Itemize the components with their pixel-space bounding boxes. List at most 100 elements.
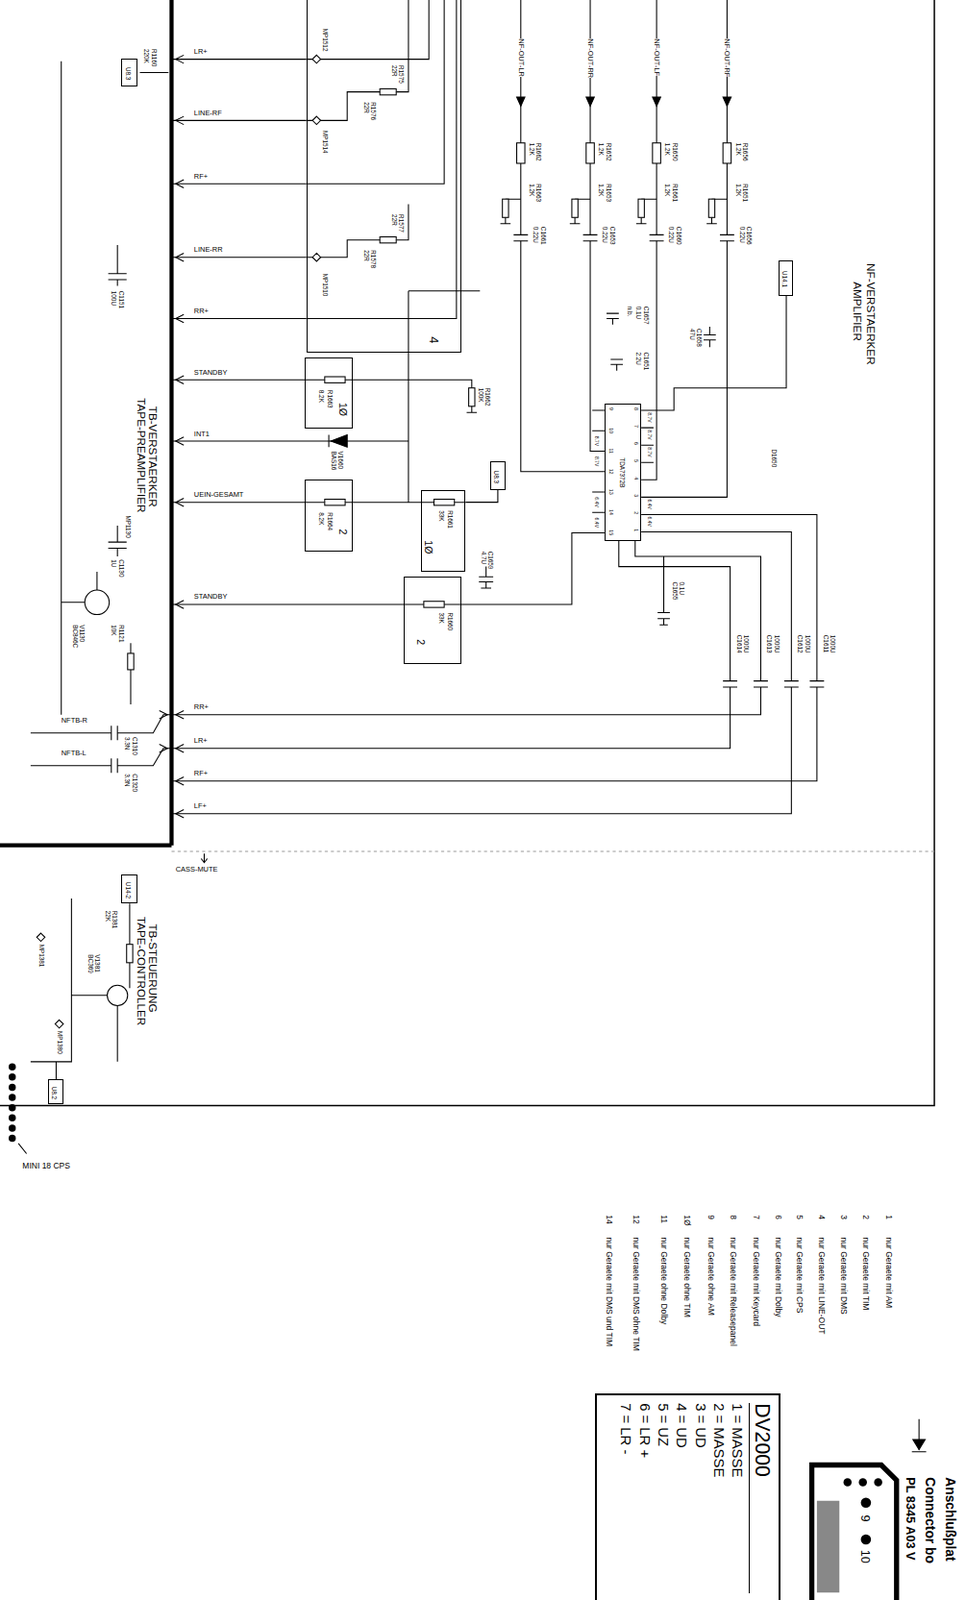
schematic-label: R1660	[445, 612, 453, 631]
connector-layer	[465, 490, 497, 503]
option-box: 1Ø	[421, 490, 467, 572]
schematic-label: MP1130	[124, 515, 132, 538]
schematic-label: 10K	[110, 624, 118, 636]
schematic-label: nur Geraete mit Keycard	[751, 1238, 761, 1327]
schematic-label: C1657	[642, 306, 649, 325]
schematic-label: 1	[632, 528, 639, 532]
supply-box: U14.1	[778, 260, 794, 297]
signal-arrow	[200, 853, 207, 864]
schematic-label: C1651	[642, 352, 649, 372]
connector-wire	[465, 490, 497, 503]
schematic-label: R1661	[670, 183, 678, 202]
schematic-label: 11	[608, 447, 615, 454]
schematic-label: C1151	[117, 291, 124, 309]
schematic-label: C1130	[117, 559, 124, 577]
resistor-symbol	[434, 498, 455, 505]
schematic-label: nur Geraete ohne Dolby	[659, 1238, 669, 1326]
schematic-label: R1575	[396, 65, 404, 84]
schematic-label: R1663	[325, 390, 333, 409]
section-divider	[171, 850, 935, 852]
schematic-label: nur Geraete mit DMS ohne TIM	[631, 1238, 641, 1352]
schematic-label: 8	[632, 407, 639, 411]
schematic-label: 7	[632, 424, 639, 428]
wire	[8, 1104, 16, 1112]
schematic-label: 1.2K	[664, 183, 671, 197]
schematic-label: 10	[608, 427, 615, 434]
schematic-label: 2	[632, 511, 639, 515]
schematic-label: R1664	[325, 512, 333, 531]
capacitor-gap	[111, 758, 118, 773]
schematic-label: 12	[608, 469, 615, 475]
resistor-symbol	[324, 376, 346, 383]
schematic-label: RF+	[194, 769, 208, 778]
schematic-label: 8	[728, 1214, 738, 1220]
schematic-label: 33K	[438, 510, 446, 521]
node-text: 4 = UD	[671, 1403, 691, 1594]
schematic-label: 1.2K	[597, 143, 605, 156]
capacitor-gap	[721, 681, 739, 688]
schematic-label: MP1514	[322, 130, 329, 154]
schematic-label: 0.22U	[532, 226, 540, 244]
schematic-label: TB-STEUERUNG	[147, 923, 159, 1013]
transistor-symbol	[84, 590, 109, 615]
resistor-symbol	[517, 143, 525, 164]
schematic-label: 4.7U	[479, 551, 487, 565]
wire	[108, 72, 170, 557]
schematic-label: C1660	[674, 226, 682, 246]
schematic-label: nur Geraete mit AM	[884, 1238, 893, 1310]
node-text: TDA7372B	[619, 457, 626, 488]
schematic-label: C1655	[670, 582, 678, 601]
schematic-label: 8.7V	[646, 446, 652, 457]
resistor-symbol	[423, 601, 445, 608]
schematic-label: INT1	[194, 430, 210, 439]
schematic-label: CASS-MUTE	[175, 866, 219, 874]
schematic-label: 9	[608, 407, 615, 411]
schematic-label: LR+	[194, 48, 208, 56]
wire	[171, 514, 817, 814]
supply-box: U8.2	[48, 1079, 64, 1106]
schematic-label: 22R	[362, 101, 370, 114]
measure-point	[36, 933, 64, 1029]
schematic-label: 22R	[362, 249, 370, 262]
arrow-head	[517, 97, 732, 107]
diode-symbol	[328, 435, 330, 448]
wire	[861, 1535, 872, 1546]
schematic-label: R1656	[741, 143, 748, 162]
schematic-label: PL 8345 A03 V	[904, 1477, 917, 1561]
node-text: 2	[414, 639, 426, 645]
schematic-label: 1.2K	[734, 183, 742, 197]
schematic-label: C1310	[130, 737, 138, 756]
wire	[8, 1073, 16, 1081]
resistor-symbol	[571, 198, 578, 218]
schematic-label: R1652	[604, 143, 612, 162]
schematic-label: STANDBY	[194, 593, 228, 601]
schematic-label: 220K	[143, 49, 150, 64]
schematic-label: RR+	[194, 307, 209, 316]
schematic-label: NFTB-L	[61, 749, 87, 758]
schematic-label: NF-OUT-LR	[517, 38, 525, 77]
schematic-label: 100K	[476, 388, 484, 403]
schematic-label: n.b.	[625, 306, 633, 318]
wire	[843, 1478, 852, 1487]
schematic-label: nur Geraete mit DMS und TIM	[604, 1238, 614, 1347]
schematic-label: 6.4V	[646, 517, 652, 527]
supply-box: U8.3	[490, 461, 506, 491]
capacitor-symbol	[657, 556, 670, 625]
schematic-label: 1000U	[803, 635, 811, 654]
capacitor-gap	[512, 234, 529, 241]
resistor-symbol	[324, 498, 346, 505]
resistor-symbol	[379, 236, 397, 243]
schematic-label: C1612	[796, 635, 804, 654]
schematic-label: C1614	[735, 635, 743, 654]
schematic-label: LR+	[194, 737, 208, 745]
schematic-label: 14	[608, 509, 615, 516]
schematic-label: nur Geraete mit TIM	[861, 1238, 870, 1312]
resistor-symbol	[638, 198, 644, 218]
capacitor-gap	[783, 681, 800, 688]
resistor-symbol	[722, 143, 731, 164]
wire	[520, 0, 728, 497]
connector-arrow	[159, 54, 184, 818]
schematic-label: 10	[859, 1550, 872, 1564]
schematic-label: C1661	[539, 226, 546, 246]
